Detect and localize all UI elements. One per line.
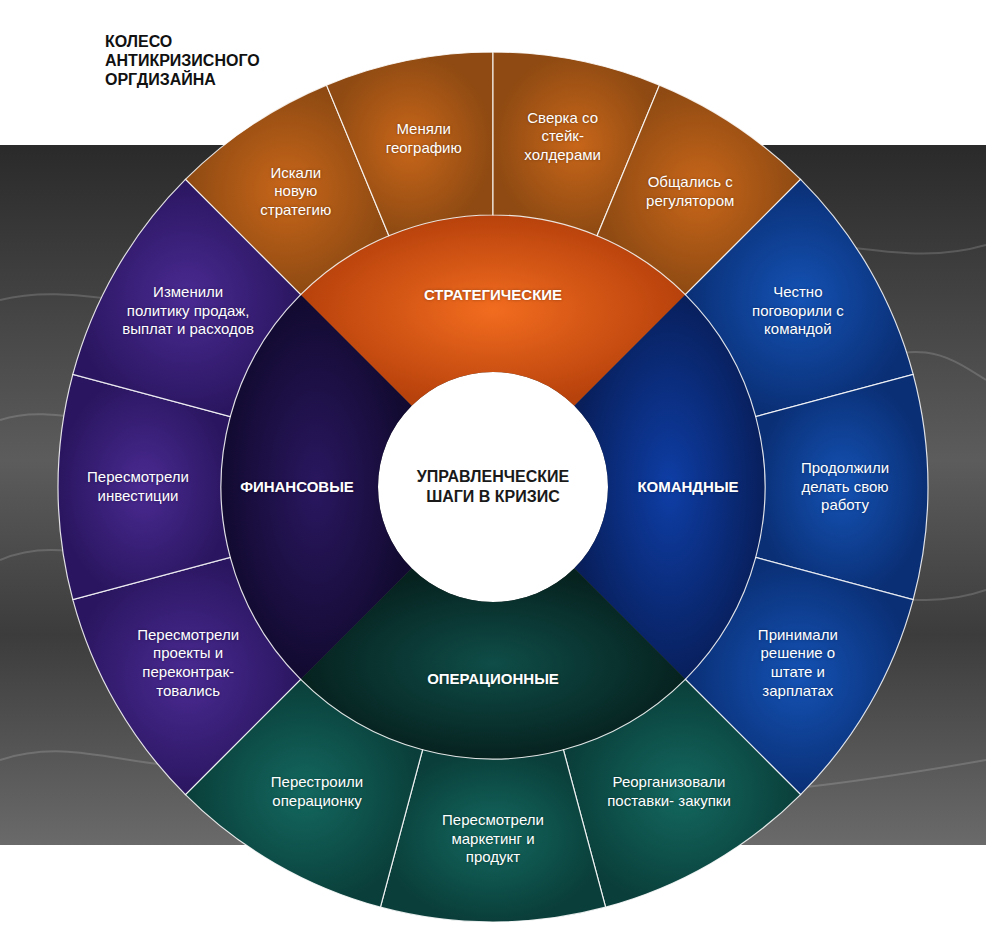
step-segment: Сверка со стейк- холдерами [521,109,605,165]
step-label: Реорганизовали поставки- закупки [605,773,733,811]
segment-arc [185,85,389,295]
segment-arc [756,374,928,599]
step-label: Честно поговорили с командой [746,283,850,339]
wave [760,244,986,253]
segment-arc [493,52,659,236]
segment-arc [685,179,913,416]
segment-arc [597,85,801,295]
category-sector: КОМАНДНЫЕ [603,478,773,497]
center-circle: УПРАВЛЕНЧЕСКИЕ ШАГИ В КРИЗИС [403,467,583,507]
wave [0,734,986,796]
diagram-title: КОЛЕСО АНТИКРИЗИСНОГО ОРГДИЗАЙНА [105,32,295,90]
segment-arc [185,679,422,907]
step-segment: Пересмотрели инвестиции [79,468,197,506]
step-segment: Честно поговорили с командой [746,283,850,339]
step-segment: Общались с регулятором [635,173,745,211]
step-label: Продолжили делать свою работу [793,459,897,515]
step-segment: Искали новую стратегию [253,164,339,220]
category-label: СТРАТЕГИЧЕСКИЕ [408,286,578,305]
step-segment: Изменили политику продаж, выплат и расхо… [121,283,255,339]
step-segment: Меняли географию [372,120,476,158]
step-segment: Пересмотрели маркетинг и продукт [436,811,550,867]
wave [620,352,986,380]
segment-arc [73,179,301,416]
wave-lines [0,244,986,795]
step-label: Пересмотрели проекты и переконтрак- това… [124,626,252,701]
segment-arc [563,679,800,907]
category-label: ОПЕРАЦИОННЫЕ [408,670,578,689]
sea-photo [0,145,986,845]
step-segment: Реорганизовали поставки- закупки [605,773,733,811]
step-segment: Перестроили операционку [260,773,374,811]
wave [780,590,986,600]
sector-arc [301,568,686,759]
category-label: КОМАНДНЫЕ [603,478,773,497]
step-label: Искали новую стратегию [253,164,339,220]
wave [0,550,200,560]
step-label: Пересмотрели маркетинг и продукт [436,811,550,867]
step-segment: Принимали решение о штате и зарплатах [748,626,848,701]
step-label: Принимали решение о штате и зарплатах [748,626,848,701]
segment-arc [58,374,230,599]
segment-arc [380,750,605,922]
step-segment: Продолжили делать свою работу [793,459,897,515]
segment-arc [73,557,301,794]
step-label: Перестроили операционку [260,773,374,811]
segment-arc [327,52,493,236]
step-label: Меняли географию [372,120,476,158]
segment-arc [685,557,913,794]
category-sector: СТРАТЕГИЧЕСКИЕ [408,286,578,305]
step-label: Сверка со стейк- холдерами [521,109,605,165]
category-label: ФИНАНСОВЫЕ [212,478,382,497]
center-label: УПРАВЛЕНЧЕСКИЕ ШАГИ В КРИЗИС [403,467,583,507]
category-sector: ОПЕРАЦИОННЫЕ [408,670,578,689]
category-sector: ФИНАНСОВЫЕ [212,478,382,497]
step-label: Изменили политику продаж, выплат и расхо… [121,283,255,339]
wave [0,397,360,424]
sector-arc [301,215,686,406]
center-disc [378,372,608,602]
step-label: Пересмотрели инвестиции [79,468,197,506]
step-label: Общались с регулятором [635,173,745,211]
step-segment: Пересмотрели проекты и переконтрак- това… [124,626,252,701]
